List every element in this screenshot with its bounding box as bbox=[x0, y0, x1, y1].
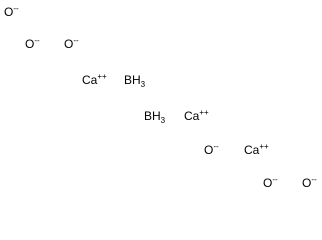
atom-count-subscript: 3 bbox=[160, 116, 166, 125]
oxide-ion: O-- bbox=[4, 4, 19, 20]
borane-molecule: BH3 bbox=[124, 73, 146, 89]
ion-charge: -- bbox=[13, 4, 19, 13]
ion-charge: -- bbox=[213, 142, 219, 151]
ion-charge: ++ bbox=[199, 108, 209, 117]
element-symbol: O bbox=[4, 5, 14, 19]
element-symbol: O bbox=[204, 143, 214, 157]
ion-charge: -- bbox=[311, 175, 317, 184]
element-symbol: Ca bbox=[82, 73, 98, 87]
ion-charge: ++ bbox=[97, 72, 107, 81]
calcium-ion: Ca++ bbox=[244, 142, 269, 158]
oxide-ion: O-- bbox=[64, 36, 79, 52]
element-symbol: O bbox=[263, 176, 273, 190]
ion-charge: -- bbox=[73, 36, 79, 45]
element-symbol: O bbox=[302, 176, 312, 190]
element-symbol: BH bbox=[124, 73, 141, 87]
element-symbol: O bbox=[64, 37, 74, 51]
oxide-ion: O-- bbox=[25, 36, 40, 52]
oxide-ion: O-- bbox=[263, 175, 278, 191]
ion-charge: -- bbox=[272, 175, 278, 184]
chemical-structure: O-- O-- O-- Ca++ BH3 BH3 Ca++ O-- Ca++ O… bbox=[4, 4, 317, 191]
element-symbol: O bbox=[25, 37, 35, 51]
calcium-ion: Ca++ bbox=[82, 72, 107, 88]
borane-molecule: BH3 bbox=[144, 109, 166, 125]
oxide-ion: O-- bbox=[302, 175, 317, 191]
atom-count-subscript: 3 bbox=[140, 80, 146, 89]
ion-charge: ++ bbox=[259, 142, 269, 151]
oxide-ion: O-- bbox=[204, 142, 219, 158]
element-symbol: BH bbox=[144, 109, 161, 123]
element-symbol: Ca bbox=[184, 109, 200, 123]
calcium-ion: Ca++ bbox=[184, 108, 209, 124]
ion-charge: -- bbox=[34, 36, 40, 45]
element-symbol: Ca bbox=[244, 143, 260, 157]
